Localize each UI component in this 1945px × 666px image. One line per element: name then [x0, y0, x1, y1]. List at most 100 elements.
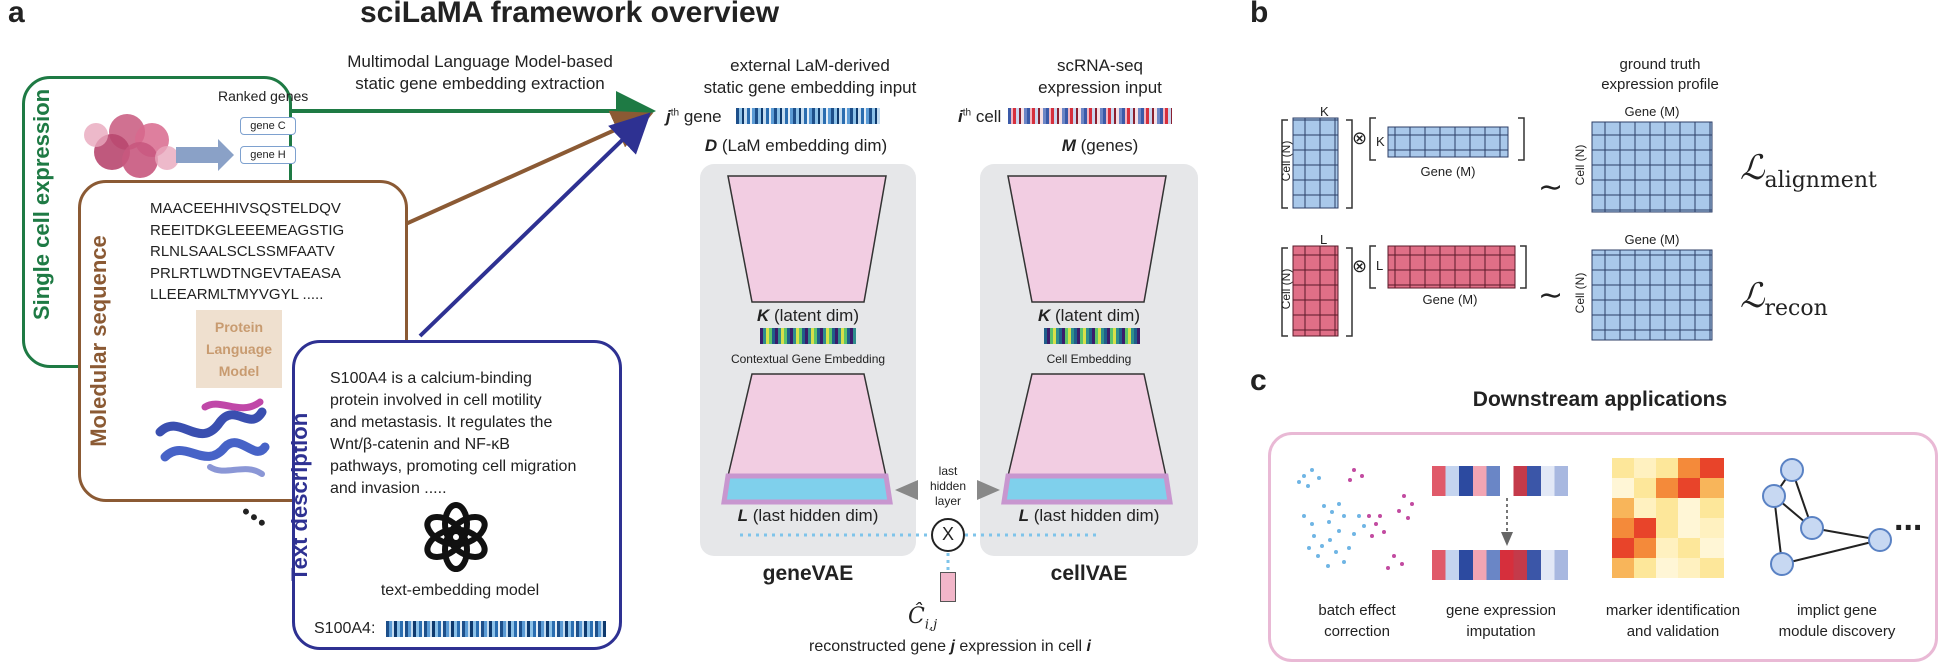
loss-l: ℒ	[1740, 148, 1765, 188]
otimes-b1: ⊗	[1352, 128, 1368, 148]
desc-line: Wnt/β-catenin and NF-κB	[330, 436, 510, 453]
batch-scatter-image	[1284, 456, 1424, 586]
downstream-frame	[1268, 432, 1938, 662]
l-label-b: L	[1320, 232, 1328, 247]
l-rest: (last hidden dim)	[752, 506, 879, 525]
app-line: marker identification	[1605, 602, 1741, 619]
k-letter: K	[1037, 306, 1051, 325]
i-word: cell	[975, 107, 1002, 126]
j-letter: j	[666, 107, 671, 126]
k-letter: K	[756, 306, 770, 325]
last-hidden-layer-label: last hidden layer	[918, 464, 978, 509]
app-line: gene expression	[1445, 602, 1557, 619]
desc-line: pathways, promoting cell migration	[330, 458, 577, 475]
m-rest: (genes)	[1080, 136, 1139, 155]
plm-line: Language	[205, 341, 273, 357]
plm-line: Model	[218, 363, 260, 379]
loss-alignment: ℒalignment	[1740, 148, 1877, 193]
tilde-b1: ∼	[1538, 171, 1564, 204]
sc-header-1: scRNA-seq	[1057, 56, 1143, 75]
app-line: imputation	[1466, 623, 1536, 640]
desc-line: and metastasis. It regulates the	[330, 414, 553, 431]
i-letter: i	[958, 107, 963, 126]
plm-box: Protein Language Model	[196, 310, 282, 388]
k-dim-gene: K (latent dim)	[700, 306, 916, 326]
l-dim-gene: L (last hidden dim)	[700, 506, 916, 526]
marker-heatmap-image	[1612, 458, 1724, 578]
jth-gene-label: jth gene	[666, 107, 722, 127]
s100a4-embedding-bar	[386, 621, 606, 637]
d-letter: D	[704, 136, 718, 155]
imputation-bar-top	[1432, 466, 1568, 496]
desc-line: S100A4 is a calcium-binding	[330, 370, 532, 387]
gene-latent-bar	[760, 328, 856, 344]
loss-l: ℒ	[1740, 276, 1765, 316]
cell-n-b2: Cell (N)	[1279, 268, 1293, 310]
app-line: correction	[1324, 623, 1390, 640]
genevae-title: geneVAE	[762, 562, 854, 585]
loss-recon: ℒrecon	[1740, 276, 1828, 321]
app-line: and validation	[1626, 623, 1720, 640]
panel-a-letter: a	[8, 0, 25, 29]
panel-a-title: sciLaMA framework overview	[360, 0, 780, 29]
sc-header-2: expression input	[1038, 78, 1162, 97]
seq-line: LLEEARMLTMYVGYL .....	[150, 286, 324, 303]
app-line: batch effect	[1318, 602, 1396, 619]
j-word: gene	[683, 107, 722, 126]
text-model-label: text-embedding model	[380, 582, 540, 599]
d-dim-label: D (LaM embedding dim)	[676, 136, 916, 156]
ranked-genes-title: Ranked genes	[218, 88, 309, 104]
sequence-block: MAACEEHHIVSQSTELDQV REEITDKGLEEEMEAGSTIG…	[150, 198, 344, 306]
panel-c-ellipsis: ...	[1894, 500, 1923, 538]
app-line: module discovery	[1778, 623, 1896, 640]
app-marker-label: marker identification and validation	[1588, 600, 1758, 642]
cell-cluster-image	[82, 110, 182, 180]
cell-expression-bar	[1008, 108, 1172, 124]
desc-line: protein involved in cell motility	[330, 392, 542, 409]
c-hat-sub: i,j	[924, 617, 938, 633]
desc-line: and invasion .....	[330, 480, 447, 497]
otimes-symbol: X	[941, 524, 954, 544]
imputation-image	[1432, 466, 1572, 586]
seq-line: MAACEEHHIVSQSTELDQV	[150, 200, 341, 217]
gene-h-chip: gene H	[240, 146, 296, 164]
hidden-line: last	[938, 464, 958, 478]
app-module-label: implict gene module discovery	[1762, 600, 1912, 642]
openai-logo-icon	[421, 502, 491, 572]
loss-sub: alignment	[1764, 167, 1877, 193]
imputation-bar-bottom	[1432, 550, 1568, 580]
gt-label-2: expression profile	[1601, 76, 1719, 93]
arrow-caption-2: static gene embedding extraction	[355, 74, 605, 93]
seq-line: PRLRTLWDTNGEVTAEASA	[150, 264, 341, 282]
app-line: implict gene	[1796, 602, 1878, 619]
l-label-b2: L	[1376, 258, 1384, 273]
s100a4-label: S100A4:	[314, 620, 376, 637]
l-letter: L	[1018, 506, 1029, 525]
app-batch-label: batch effect correction	[1284, 600, 1430, 642]
gene-embedding-bar	[736, 108, 880, 124]
downstream-title: Downstream applications	[1472, 388, 1728, 411]
gene-embedding-label: Contextual Gene Embedding	[730, 352, 886, 366]
recon-mid: expression in cell	[959, 638, 1083, 655]
ext-header-1: external LaM-derived	[730, 56, 890, 75]
tilde-b2: ∼	[1538, 279, 1564, 312]
gene-m-b4: Gene (M)	[1624, 232, 1680, 247]
gene-m-b1: Gene (M)	[1420, 164, 1476, 179]
hidden-line: hidden	[929, 479, 967, 493]
protein-structure-image	[150, 392, 270, 482]
panel-c-letter: c	[1250, 364, 1267, 397]
k-label-b: K	[1320, 104, 1329, 119]
gene-c-chip: gene C	[240, 117, 296, 135]
m-dim-label: M (genes)	[990, 136, 1210, 156]
ext-header-2: static gene embedding input	[703, 78, 917, 97]
panel-b-letter: b	[1250, 0, 1269, 29]
l-dim-cell: L (last hidden dim)	[980, 506, 1198, 526]
k-rest: (latent dim)	[1054, 306, 1141, 325]
seq-line: REEITDKGLEEEMEAGSTIG	[150, 221, 345, 239]
j-sup: th	[670, 107, 680, 119]
l-rest: (last hidden dim)	[1033, 506, 1160, 525]
gene-m-b3: Gene (M)	[1624, 104, 1680, 119]
